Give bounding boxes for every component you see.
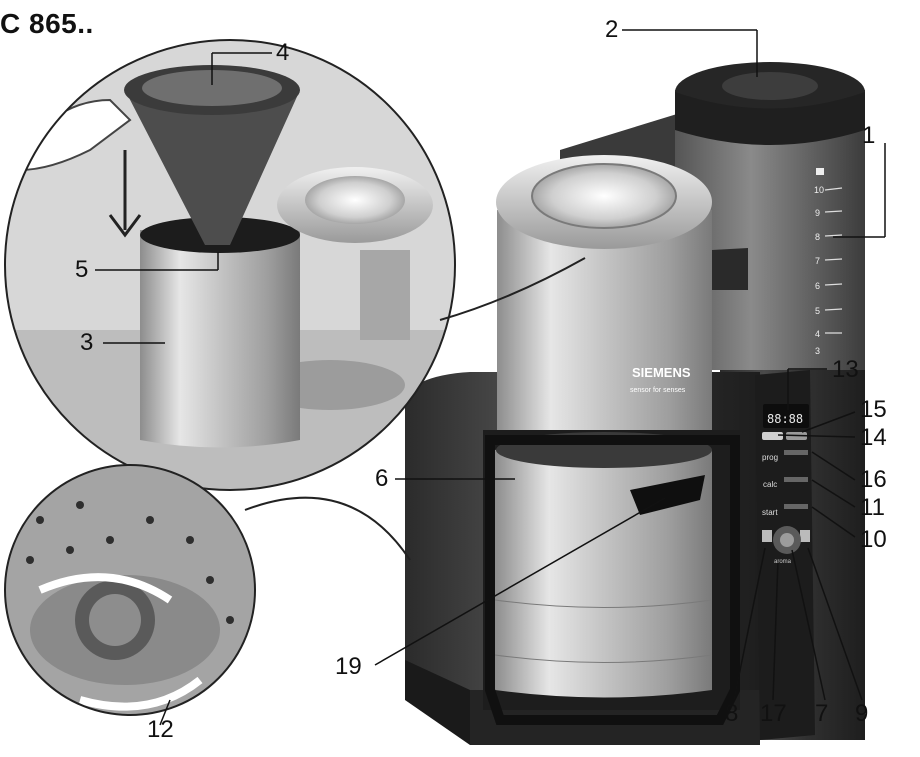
button-14 [762,432,783,440]
lcd-display [763,404,809,428]
side-handle [712,248,748,290]
callout-8: 8 [725,700,739,727]
callout-3: 3 [80,329,94,356]
carafe [495,435,712,698]
tank-scale-numbers: 10 9 8 7 6 5 4 3 [814,185,824,356]
callout-9: 9 [855,700,869,727]
callout-4: 4 [276,39,290,66]
callout-11: 11 [860,494,885,521]
svg-text:3: 3 [815,346,820,356]
start-button-label: start [762,508,778,517]
callout-12: 12 [147,716,174,743]
callout-14: 14 [860,424,887,451]
filter-jug [140,230,300,448]
svg-text:8: 8 [815,232,820,242]
callout-19: 19 [335,653,362,680]
brand-tagline: sensor for senses [630,387,686,394]
small-cup-button [762,530,772,542]
callout-16: 16 [860,466,887,493]
svg-text:5: 5 [815,306,820,316]
callout-17: 17 [760,700,787,727]
svg-text:7: 7 [815,256,820,266]
svg-text:10: 10 [814,185,824,195]
rotate-arrow-top [38,573,173,604]
callout-10: 10 [860,526,887,553]
brand-logo: SIEMENS [632,365,691,380]
small-callout-connector [244,496,411,561]
water-tank [675,76,865,370]
large-cup-button [800,530,810,542]
calc-button-label: calc [763,480,777,489]
callout-15: 15 [860,396,887,423]
filter-cone [125,90,300,245]
leader-lines [95,29,886,726]
filter-holder-housing [497,210,712,467]
carafe-lid-button [630,475,705,515]
callout-connector [439,257,586,321]
aroma-label: aroma [774,559,792,565]
callout-7: 7 [815,700,829,727]
callout-2: 2 [605,16,619,43]
svg-text:4: 4 [815,329,820,339]
prog-button-label: prog [762,453,778,462]
model-title: C 865.. [0,8,94,39]
rotate-arrow-bottom [78,676,203,711]
lcd-time: 88:88 [767,412,803,426]
callout-13: 13 [832,356,859,383]
cup-icon [816,168,824,175]
control-panel [755,370,815,740]
detail-drip-stop-circle [5,465,255,715]
svg-text:6: 6 [815,281,820,291]
insert-arrow [108,150,142,238]
callout-6: 6 [375,465,389,492]
callout-5: 5 [75,256,89,283]
svg-text:9: 9 [815,208,820,218]
callout-1: 1 [862,122,876,149]
